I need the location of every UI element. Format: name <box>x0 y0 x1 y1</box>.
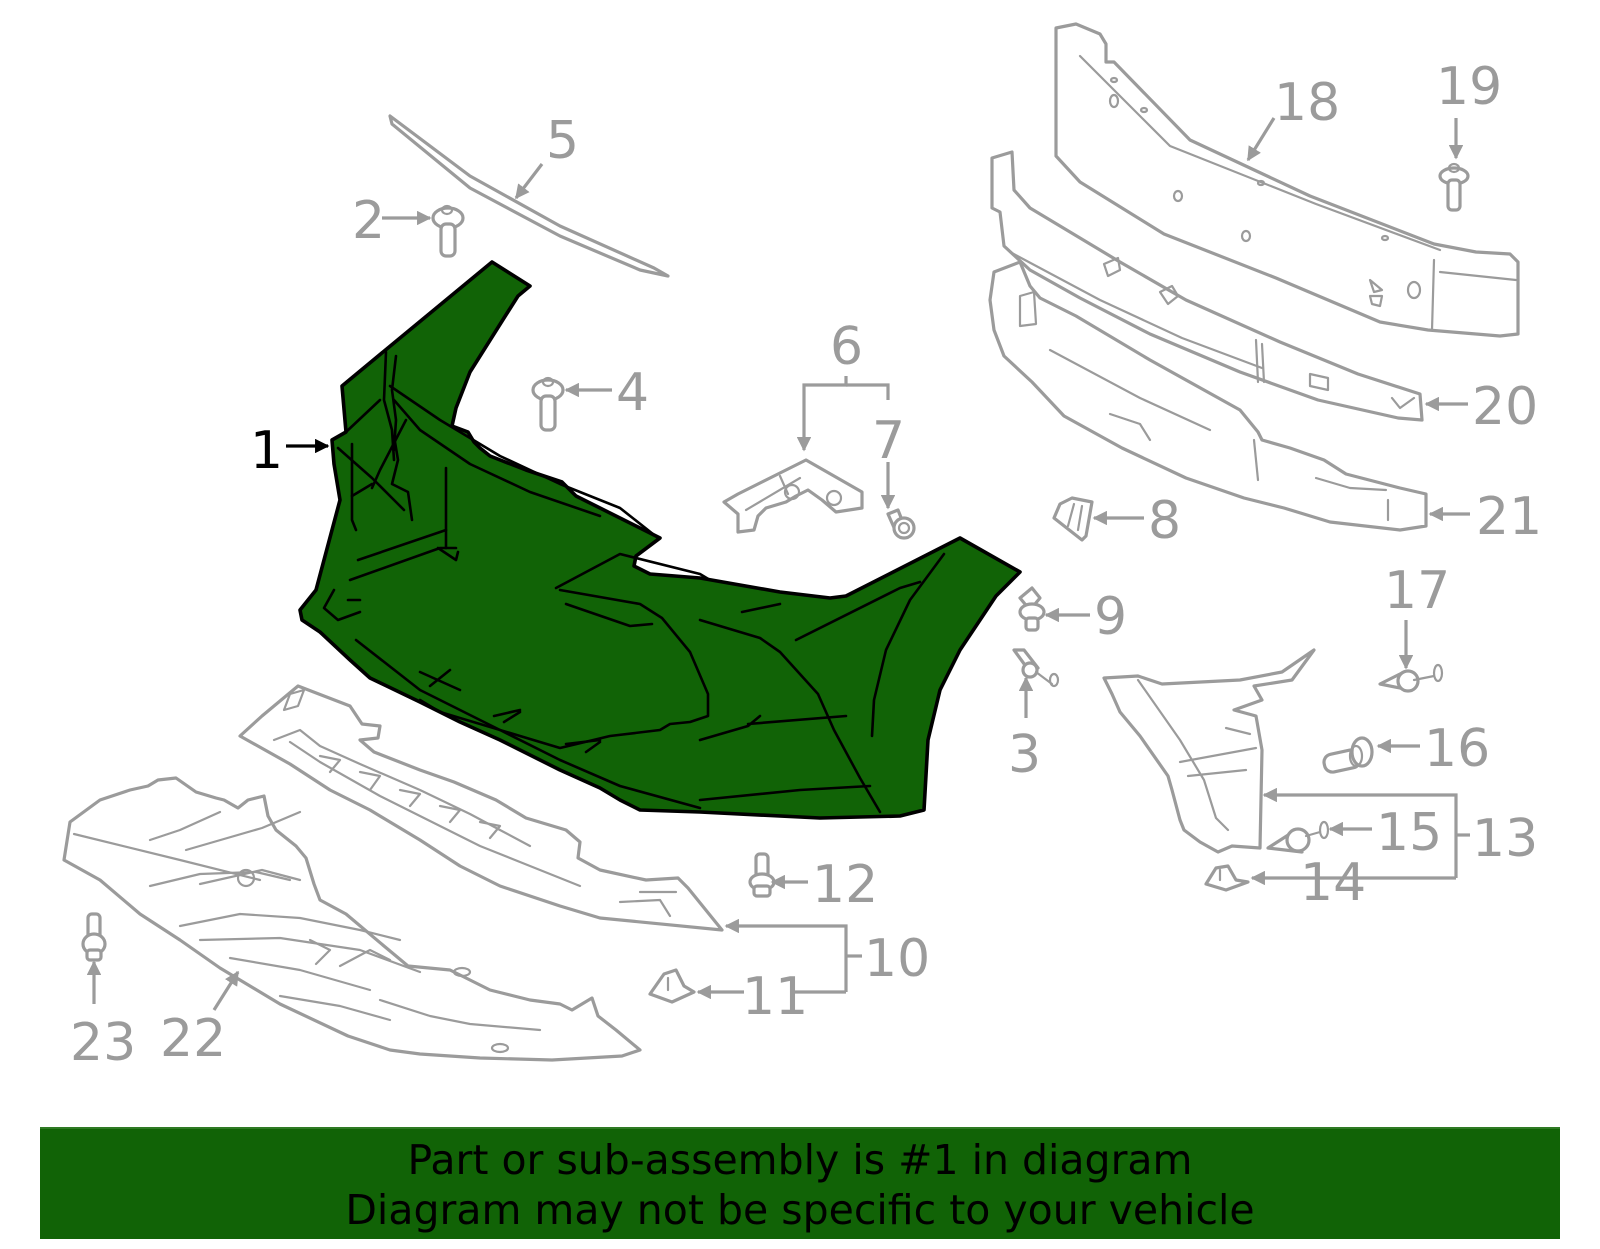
callout-11[interactable]: 11 <box>742 967 808 1027</box>
info-banner: Part or sub-assembly is #1 in diagram Di… <box>40 1127 1560 1239</box>
callout-6[interactable]: 6 <box>830 317 863 377</box>
part-3-clip <box>1012 648 1060 688</box>
callout-17[interactable]: 17 <box>1384 561 1450 621</box>
callout-3[interactable]: 3 <box>1008 725 1041 785</box>
part-23-bolt <box>81 912 107 962</box>
part-15-clip <box>1266 820 1330 854</box>
callout-14[interactable]: 14 <box>1300 853 1366 913</box>
part-13-bracket <box>1102 648 1316 854</box>
callout-21[interactable]: 21 <box>1476 487 1542 547</box>
part-6-bracket <box>722 458 864 534</box>
part-20-energy-absorber <box>990 150 1424 422</box>
part-5-molding <box>388 114 670 278</box>
part-17-clip <box>1378 663 1444 693</box>
callout-22[interactable]: 22 <box>160 1009 226 1069</box>
part-4-screw <box>531 376 565 432</box>
callout-9[interactable]: 9 <box>1094 587 1127 647</box>
banner-line-2: Diagram may not be specific to your vehi… <box>345 1186 1255 1234</box>
callout-4[interactable]: 4 <box>616 363 649 423</box>
callout-labels: 1 2 3 4 5 6 7 8 9 10 11 12 13 14 15 16 1… <box>70 57 1542 1073</box>
callout-7[interactable]: 7 <box>872 411 905 471</box>
callout-23[interactable]: 23 <box>70 1013 136 1073</box>
leader-lines <box>86 117 1470 1011</box>
part-12-bolt <box>748 852 776 898</box>
callout-20[interactable]: 20 <box>1472 377 1538 437</box>
part-2-screw <box>431 204 465 258</box>
part-1-bumper-cover[interactable] <box>298 260 1022 820</box>
part-19-bolt <box>1438 162 1470 212</box>
callout-10[interactable]: 10 <box>864 929 930 989</box>
callout-19[interactable]: 19 <box>1436 57 1502 117</box>
part-16-bolt <box>1322 736 1374 774</box>
callout-1[interactable]: 1 <box>250 421 283 481</box>
callout-13[interactable]: 13 <box>1472 809 1538 869</box>
part-18-reinforcement-beam <box>1054 22 1520 338</box>
callout-2[interactable]: 2 <box>352 191 385 251</box>
callout-12[interactable]: 12 <box>812 855 878 915</box>
part-22-engine-undercover <box>62 776 642 1062</box>
part-10-lower-cover <box>238 684 724 932</box>
callout-15[interactable]: 15 <box>1376 803 1442 863</box>
callout-16[interactable]: 16 <box>1424 719 1490 779</box>
part-14-nut <box>1204 864 1250 892</box>
callout-18[interactable]: 18 <box>1274 73 1340 133</box>
callout-5[interactable]: 5 <box>546 111 579 171</box>
part-7-clip <box>886 508 916 540</box>
callout-8[interactable]: 8 <box>1148 491 1181 551</box>
part-21-energy-absorber-lower <box>988 260 1428 532</box>
banner-line-1: Part or sub-assembly is #1 in diagram <box>407 1136 1193 1184</box>
part-9-bolt <box>1018 586 1046 632</box>
part-11-nut <box>648 968 696 1004</box>
part-8-retainer <box>1052 496 1094 542</box>
